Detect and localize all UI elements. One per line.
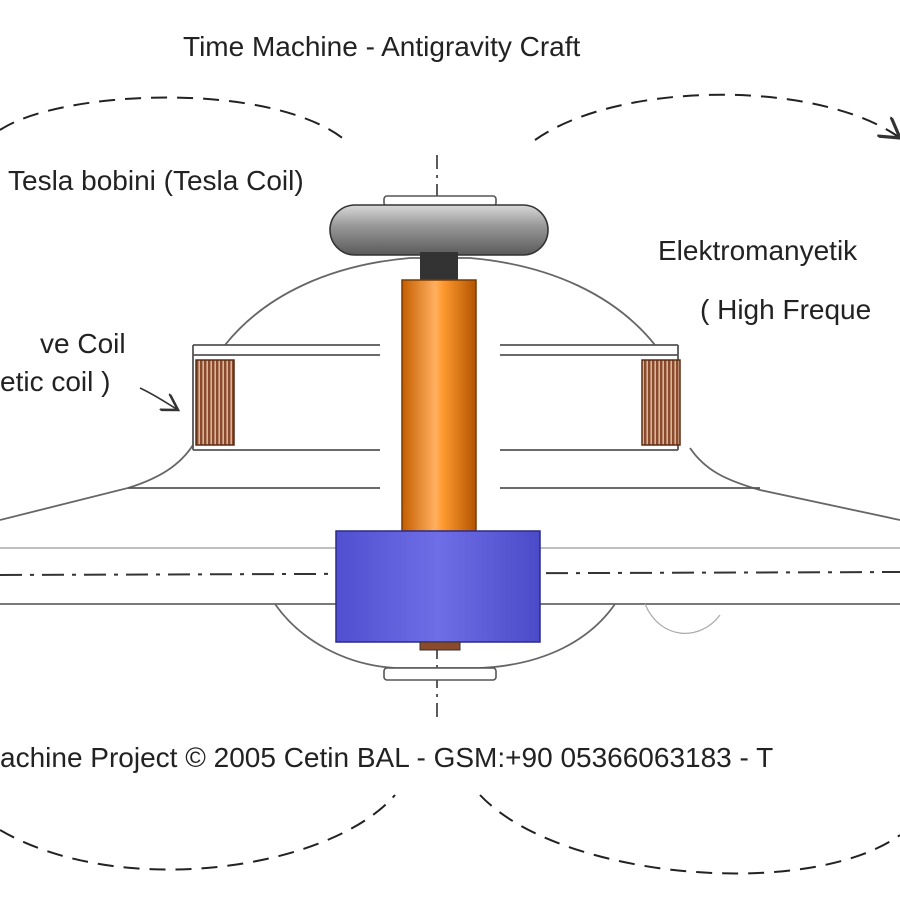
bottom-connector (419, 641, 461, 651)
tesla-coil-label: Tesla bobini (Tesla Coil) (8, 165, 304, 196)
field-line-top-left (0, 96, 346, 141)
copyright-footer: achine Project © 2005 Cetin BAL - GSM:+9… (0, 742, 774, 773)
field-line-top-right (534, 93, 900, 141)
electromagnetic-label: Elektromanyetik (658, 235, 858, 266)
high-frequency-label: ( High Freque (700, 294, 872, 325)
tesla-coil-neck (420, 252, 458, 282)
diagram-title: Time Machine - Antigravity Craft (183, 31, 581, 62)
wave-coil-label: ve Coil (40, 328, 126, 359)
magnetic-coil-label: etic coil ) (0, 366, 111, 397)
field-line-bottom-left (0, 794, 396, 871)
magnetic-coil-right (641, 359, 681, 446)
upper-skirt-left (0, 444, 194, 521)
base-block (335, 530, 541, 643)
field-line-bottom-right (479, 794, 900, 875)
magnetic-coil-left (195, 359, 235, 446)
upper-skirt-right (689, 447, 900, 521)
field-lines (0, 93, 900, 875)
bottom-mount (383, 667, 497, 681)
coil-pointer-arrow (139, 387, 178, 410)
tesla-coil-torus (329, 204, 549, 256)
tesla-coil-rod (401, 279, 477, 536)
